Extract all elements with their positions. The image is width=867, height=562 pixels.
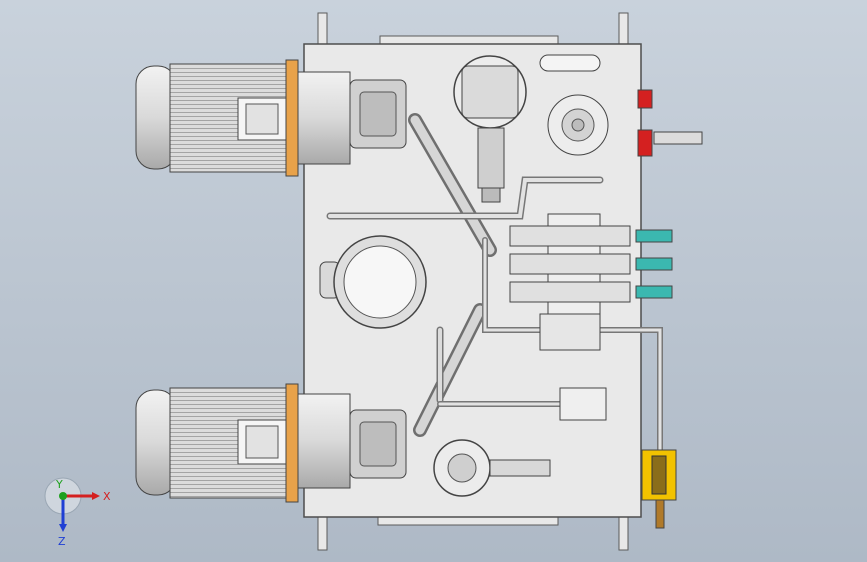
motor-upper[interactable] — [135, 59, 407, 177]
valve-stack[interactable] — [509, 213, 673, 351]
accumulator-assembly[interactable] — [559, 387, 677, 529]
pipework — [326, 113, 663, 463]
oil-filter-upper[interactable] — [453, 55, 527, 203]
axis-triad: X Y Z — [44, 477, 111, 548]
sight-window[interactable] — [319, 235, 427, 329]
z-axis-label: Z — [58, 535, 66, 548]
x-axis-label: X — [103, 490, 111, 503]
breather-cap[interactable] — [539, 54, 609, 156]
y-axis-label: Y — [55, 478, 63, 491]
red-valves — [637, 89, 703, 157]
frame-legs — [317, 12, 629, 551]
motor-lower[interactable] — [135, 383, 407, 503]
oil-filter-lower[interactable] — [433, 439, 551, 497]
